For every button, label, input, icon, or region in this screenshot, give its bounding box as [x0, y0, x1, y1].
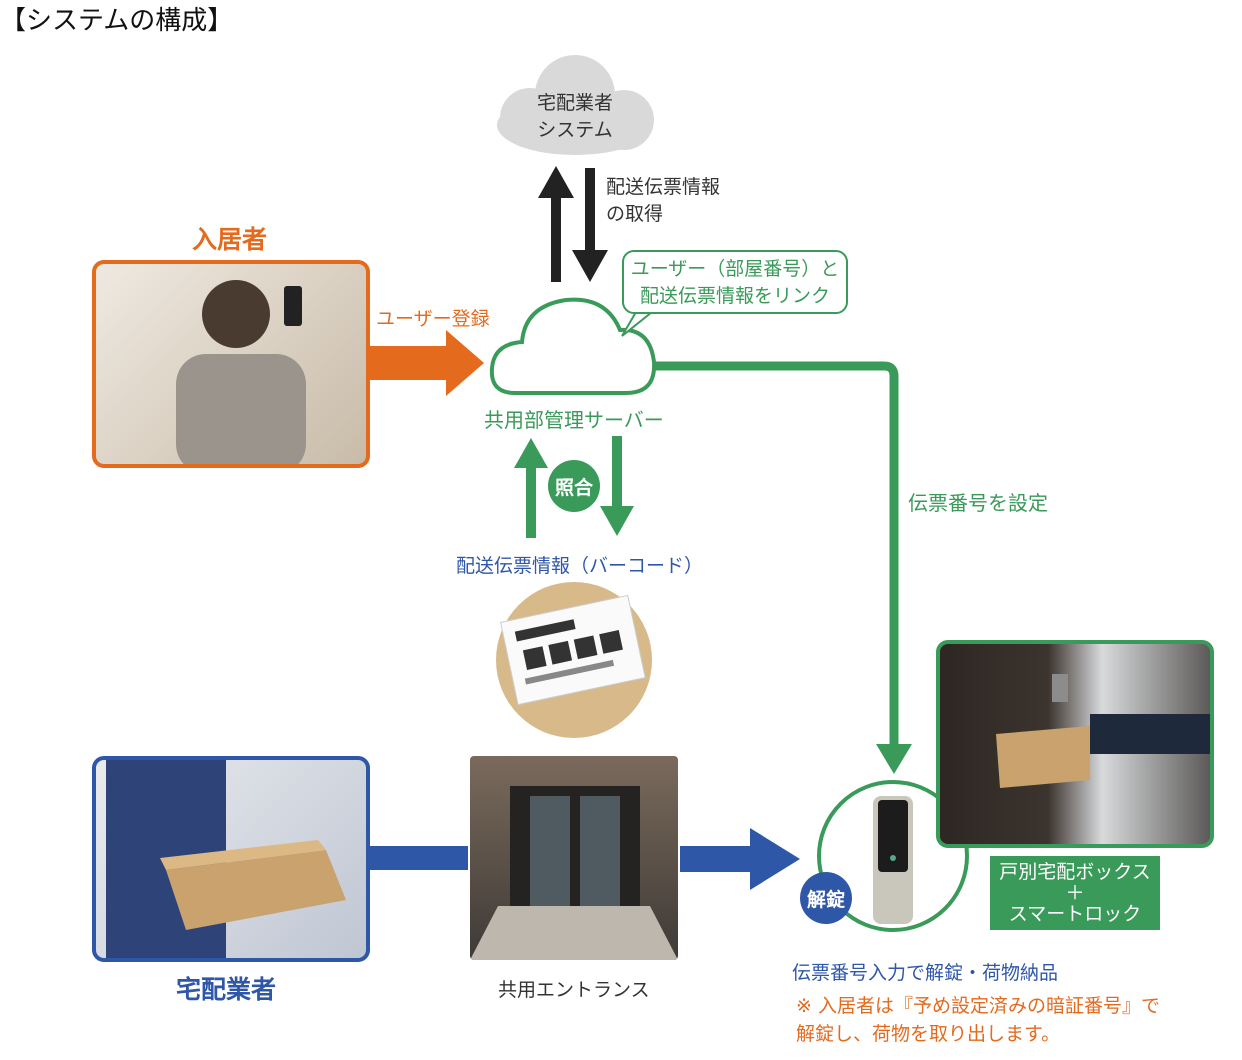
- smart-lock-image: [817, 780, 969, 932]
- delivery-system-label: 宅配業者 システム: [536, 92, 613, 141]
- door-delivery-photo: [936, 640, 1214, 848]
- entrance-photo: [470, 756, 678, 960]
- smartlock-box-label: 戸別宅配ボックス ＋ スマートロック: [990, 856, 1160, 930]
- entrance-label: 共用エントランス: [498, 979, 650, 1001]
- resident-label: 入居者: [192, 225, 268, 254]
- resident-photo: [92, 260, 370, 468]
- user-register-arrow: [370, 330, 484, 396]
- unlock-badge: 解錠: [800, 872, 852, 924]
- delivery-system-cloud: [497, 55, 654, 155]
- barcode-slip-image: [496, 582, 652, 738]
- set-number-line: [654, 361, 899, 745]
- slip-barcode-label: 配送伝票情報（バーコード）: [456, 555, 704, 577]
- entrance-figure: [470, 786, 678, 960]
- user-link-callout: ユーザー（部屋番号）と 配送伝票情報をリンク: [622, 250, 848, 314]
- verify-arrows: [514, 436, 634, 538]
- page-title: 【システムの構成】: [0, 6, 234, 36]
- set-number-arrowhead: [876, 744, 912, 774]
- entrance-lock-arrow: [680, 828, 800, 890]
- server-label: 共用部管理サーバー: [484, 408, 664, 432]
- slip-info-arrows: [538, 166, 608, 282]
- resident-figure: [176, 280, 306, 464]
- server-cloud: [489, 297, 657, 395]
- courier-label: 宅配業者: [176, 975, 277, 1004]
- courier-entrance-connector: [368, 846, 468, 870]
- courier-figure: [106, 760, 346, 958]
- verify-badge: 照合: [548, 460, 600, 512]
- set-number-label: 伝票番号を設定: [908, 491, 1048, 515]
- unlock-delivery-label: 伝票番号入力で解錠・荷物納品: [792, 962, 1059, 984]
- door-delivery-figure: [996, 674, 1210, 788]
- user-register-label: ユーザー登録: [376, 308, 490, 330]
- courier-photo: [92, 756, 370, 962]
- resident-note: ※ 入居者は『予め設定済みの暗証番号』で 解錠し、荷物を取り出します。: [796, 995, 1160, 1045]
- get-slip-label: 配送伝票情報 の取得: [606, 176, 721, 225]
